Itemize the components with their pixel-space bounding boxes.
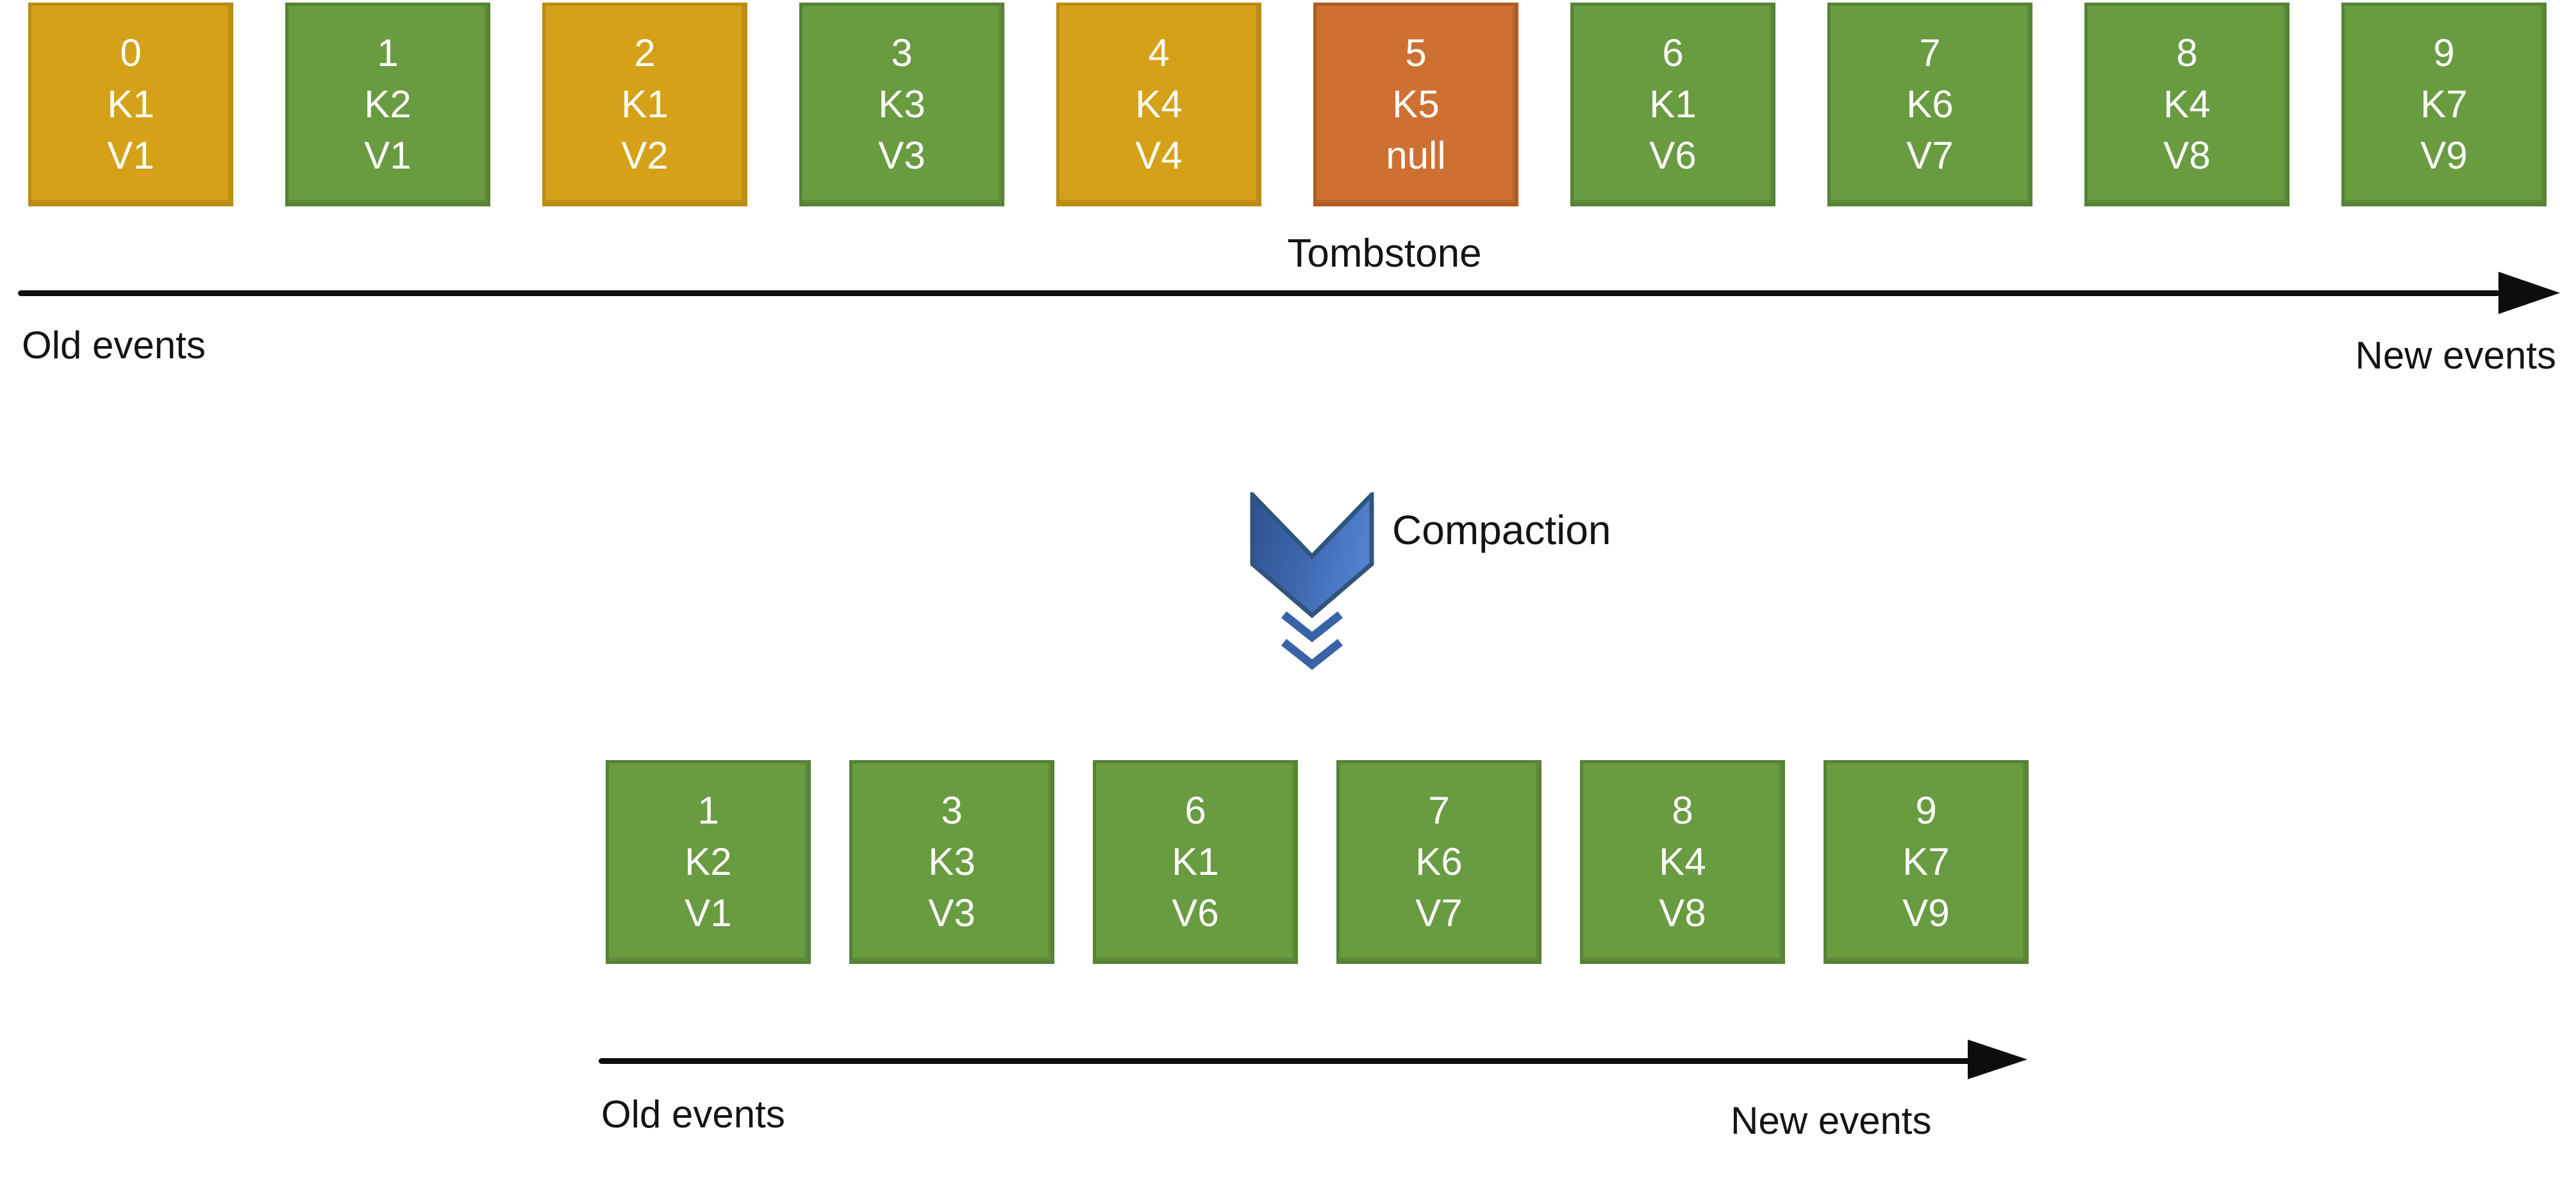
event-offset: 3 [941, 789, 963, 832]
event-value: V7 [1906, 134, 1954, 177]
event-key: K1 [1172, 840, 1219, 883]
event-key: K5 [1392, 83, 1440, 126]
event-key: K7 [2420, 83, 2468, 126]
top-new-events-label: New events [2355, 334, 2556, 377]
event-key: K4 [1659, 840, 1706, 883]
bottom-timeline-line [599, 1058, 1970, 1064]
event-value: V2 [621, 134, 669, 177]
compaction-small-chevron-1 [1281, 611, 1343, 643]
event-offset: 7 [1919, 31, 1941, 74]
tombstone-label: Tombstone [1287, 231, 1482, 276]
event-value: V6 [1649, 134, 1697, 177]
event-offset: 4 [1148, 31, 1170, 74]
event-value: V1 [107, 134, 154, 177]
top-timeline-arrowhead-icon [2498, 272, 2560, 314]
event-value: V1 [685, 892, 732, 934]
event-value: V7 [1415, 892, 1463, 934]
event-key: K7 [1902, 840, 1950, 883]
event-key: K1 [621, 83, 669, 126]
top-timeline-line [18, 290, 2500, 296]
bottom-new-events-label: New events [1731, 1099, 1932, 1142]
event-value: V3 [928, 892, 976, 934]
event-offset: 1 [697, 789, 719, 832]
event-offset: 9 [2433, 31, 2455, 74]
event-value: null [1386, 134, 1446, 177]
event-key: K2 [685, 840, 732, 883]
event-key: K1 [1649, 83, 1697, 126]
event-value: V3 [878, 134, 926, 177]
event-value: V9 [2420, 134, 2468, 177]
event-key: K1 [107, 83, 154, 126]
top-old-events-label: Old events [22, 324, 206, 367]
event-offset: 3 [891, 31, 913, 74]
event-key: K4 [1135, 83, 1183, 126]
event-key: K3 [878, 83, 926, 126]
event-offset: 8 [1672, 789, 1693, 832]
event-key: K6 [1415, 840, 1463, 883]
event-offset: 9 [1915, 789, 1937, 832]
event-value: V4 [1135, 134, 1183, 177]
event-offset: 6 [1184, 789, 1206, 832]
event-value: V8 [2163, 134, 2211, 177]
event-key: K2 [364, 83, 411, 126]
event-value: V1 [364, 134, 411, 177]
event-value: V9 [1902, 892, 1950, 934]
event-key: K6 [1906, 83, 1954, 126]
event-key: K3 [928, 840, 976, 883]
compaction-big-chevron [1250, 492, 1374, 618]
event-key: K4 [2163, 83, 2211, 126]
bottom-old-events-label: Old events [601, 1093, 785, 1136]
event-offset: 1 [377, 31, 399, 74]
compaction-label: Compaction [1392, 507, 1611, 553]
event-offset: 5 [1405, 31, 1427, 74]
event-offset: 0 [120, 31, 142, 74]
event-offset: 8 [2176, 31, 2198, 74]
bottom-timeline-arrowhead-icon [1968, 1040, 2027, 1079]
compaction-small-chevron-2 [1281, 638, 1343, 670]
event-offset: 6 [1662, 31, 1684, 74]
event-offset: 2 [634, 31, 656, 74]
compaction-down-arrow-icon [1250, 492, 1374, 670]
event-value: V8 [1659, 892, 1706, 934]
event-value: V6 [1172, 892, 1219, 934]
event-offset: 7 [1428, 789, 1450, 832]
